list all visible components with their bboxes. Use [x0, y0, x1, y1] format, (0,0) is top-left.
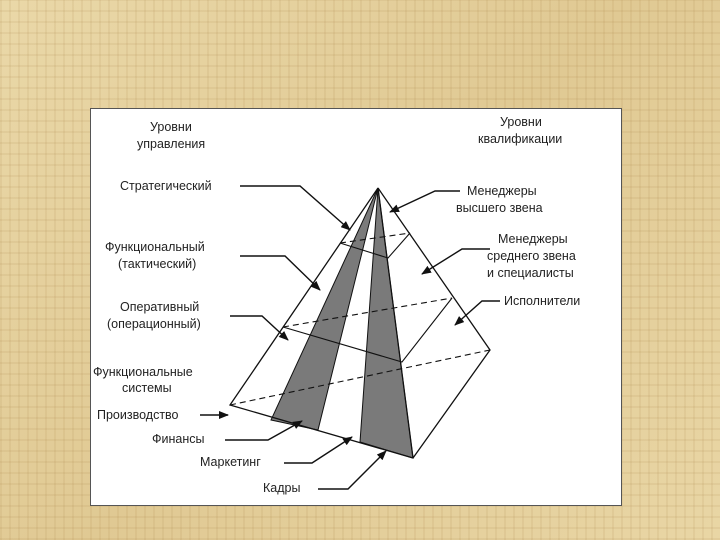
arrow-executors — [454, 300, 500, 326]
label-operational-line-2: (операционный) — [107, 317, 201, 331]
arrow-strategic — [240, 185, 351, 231]
pyramid-front-edge — [377, 187, 414, 459]
arrow-operational — [230, 315, 289, 341]
finance-wedge — [270, 187, 379, 431]
header-left-line-1: Уровни — [150, 120, 192, 134]
label-middle-managers-line-2: среднего звена — [487, 249, 576, 263]
arrow-middle-managers — [421, 248, 490, 275]
label-personnel: Кадры — [263, 481, 300, 495]
header-right-line-1: Уровни — [500, 115, 542, 129]
level-line-middle — [282, 297, 453, 363]
label-strategic: Стратегический — [120, 179, 212, 193]
label-marketing: Маркетинг — [200, 455, 261, 469]
diagram-panel — [90, 108, 622, 506]
level-line-top — [339, 232, 411, 259]
arrow-functional — [240, 255, 321, 291]
arrow-marketing — [284, 436, 353, 464]
label-func-systems-line-2: системы — [122, 381, 172, 395]
label-finance: Финансы — [152, 432, 204, 446]
label-middle-managers-line-3: и специалисты — [487, 266, 574, 280]
label-top-managers-line-2: высшего звена — [456, 201, 543, 215]
header-left-line-2: управления — [137, 137, 205, 151]
arrow-personnel — [318, 450, 387, 490]
label-operational-line-1: Оперативный — [120, 300, 199, 314]
base-line-back — [229, 349, 491, 406]
label-executors: Исполнители — [504, 294, 580, 308]
level-line-middle-back — [282, 297, 453, 328]
label-middle-managers-line-1: Менеджеры — [498, 232, 568, 246]
arrow-top-managers — [389, 190, 460, 213]
level-line-top-back — [339, 232, 411, 244]
label-func-systems-line-1: Функциональные — [93, 365, 193, 379]
header-right-line-2: квалификации — [478, 132, 562, 146]
arrow-finance — [225, 420, 303, 441]
label-production: Производство — [97, 408, 179, 422]
label-functional-line-2: (тактический) — [118, 257, 196, 271]
label-top-managers-line-1: Менеджеры — [467, 184, 537, 198]
label-functional-line-1: Функциональный — [105, 240, 205, 254]
